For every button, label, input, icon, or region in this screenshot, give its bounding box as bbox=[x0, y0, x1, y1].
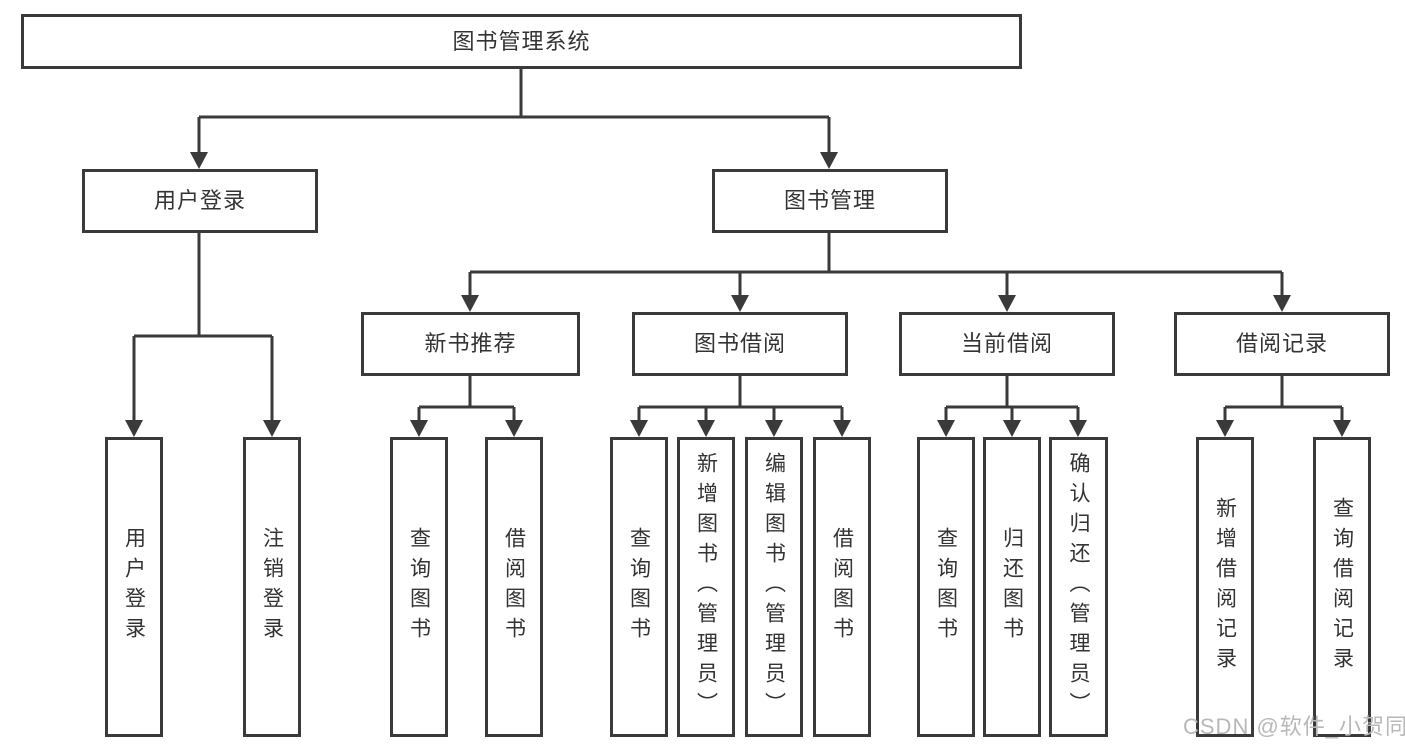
node-borrowing-records: 借阅记录 bbox=[1174, 312, 1390, 376]
node-new-book-recommend: 新书推荐 bbox=[361, 312, 580, 376]
leaf-add-borrow-record: 新增借阅记录 bbox=[1196, 437, 1254, 737]
node-current-borrowing: 当前借阅 bbox=[899, 312, 1115, 376]
leaf-query-books-1: 查询图书 bbox=[390, 437, 448, 737]
leaf-query-books-3: 查询图书 bbox=[917, 437, 975, 737]
leaf-add-book-admin: 新增图书（管理员） bbox=[677, 437, 735, 737]
leaf-borrow-books-2: 借阅图书 bbox=[813, 437, 871, 737]
node-book-management: 图书管理 bbox=[712, 169, 948, 233]
node-book-management-system: 图书管理系统 bbox=[21, 14, 1022, 69]
leaf-logout: 注销登录 bbox=[243, 437, 301, 737]
leaf-return-book: 归还图书 bbox=[983, 437, 1041, 737]
watermark: CSDN @软件_小贺同学 bbox=[1183, 714, 1405, 739]
leaf-borrow-books-1: 借阅图书 bbox=[485, 437, 543, 737]
leaf-query-borrow-record: 查询借阅记录 bbox=[1313, 437, 1371, 737]
leaf-edit-book-admin: 编辑图书（管理员） bbox=[745, 437, 803, 737]
tree-edges bbox=[132, 69, 1344, 432]
leaf-confirm-return-admin: 确认归还（管理员） bbox=[1049, 437, 1108, 737]
node-book-borrowing: 图书借阅 bbox=[632, 312, 848, 376]
node-user-login: 用户登录 bbox=[82, 169, 318, 233]
leaf-user-login: 用户登录 bbox=[105, 437, 163, 737]
leaf-query-books-2: 查询图书 bbox=[610, 437, 668, 737]
